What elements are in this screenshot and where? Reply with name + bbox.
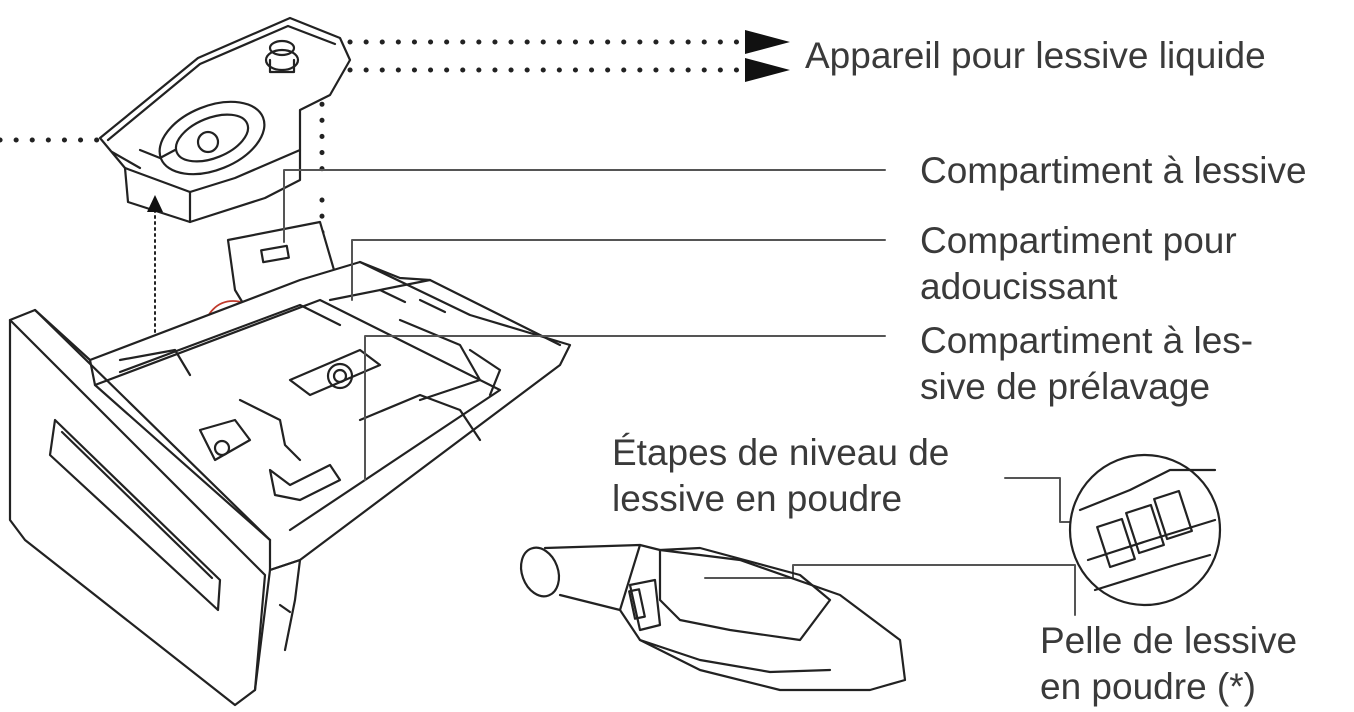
liquid-device-guide-lines [0,39,748,288]
label-softener-compartment: Compartiment pour adoucissant [920,218,1237,310]
label-softener-line2: adoucissant [920,266,1118,307]
detergent-drawer [8,260,572,707]
powder-scoop [519,543,907,692]
label-powder-level-line1: Étapes de niveau de [612,432,950,473]
label-detergent-compartment: Compartiment à lessive [920,148,1307,194]
liquid-detergent-device [98,16,352,224]
label-prewash-compartment: Compartiment à les- sive de prélavage [920,318,1253,410]
arrowhead-upper [745,30,790,54]
leader-lines [283,169,1101,616]
label-powder-scoop-line1: Pelle de lessive [1040,620,1298,661]
label-prewash-line2: sive de prélavage [920,366,1211,407]
label-detergent-compartment-text: Compartiment à lessive [920,150,1307,191]
label-liquid-detergent-device-text: Appareil pour lessive liquide [805,35,1266,76]
label-softener-line1: Compartiment pour [920,220,1237,261]
label-prewash-line1: Compartiment à les- [920,320,1254,361]
label-powder-scoop-line2: en poudre (*) [1040,666,1256,707]
label-powder-level-line2: lessive en poudre [612,478,903,519]
label-powder-scoop: Pelle de lessive en poudre (*) [1040,618,1297,710]
powder-level-zoom [1068,453,1222,607]
label-powder-level-steps: Étapes de niveau de lessive en poudre [612,430,949,522]
label-liquid-detergent-device: Appareil pour lessive liquide [805,33,1266,79]
arrowhead-lower [745,58,790,82]
